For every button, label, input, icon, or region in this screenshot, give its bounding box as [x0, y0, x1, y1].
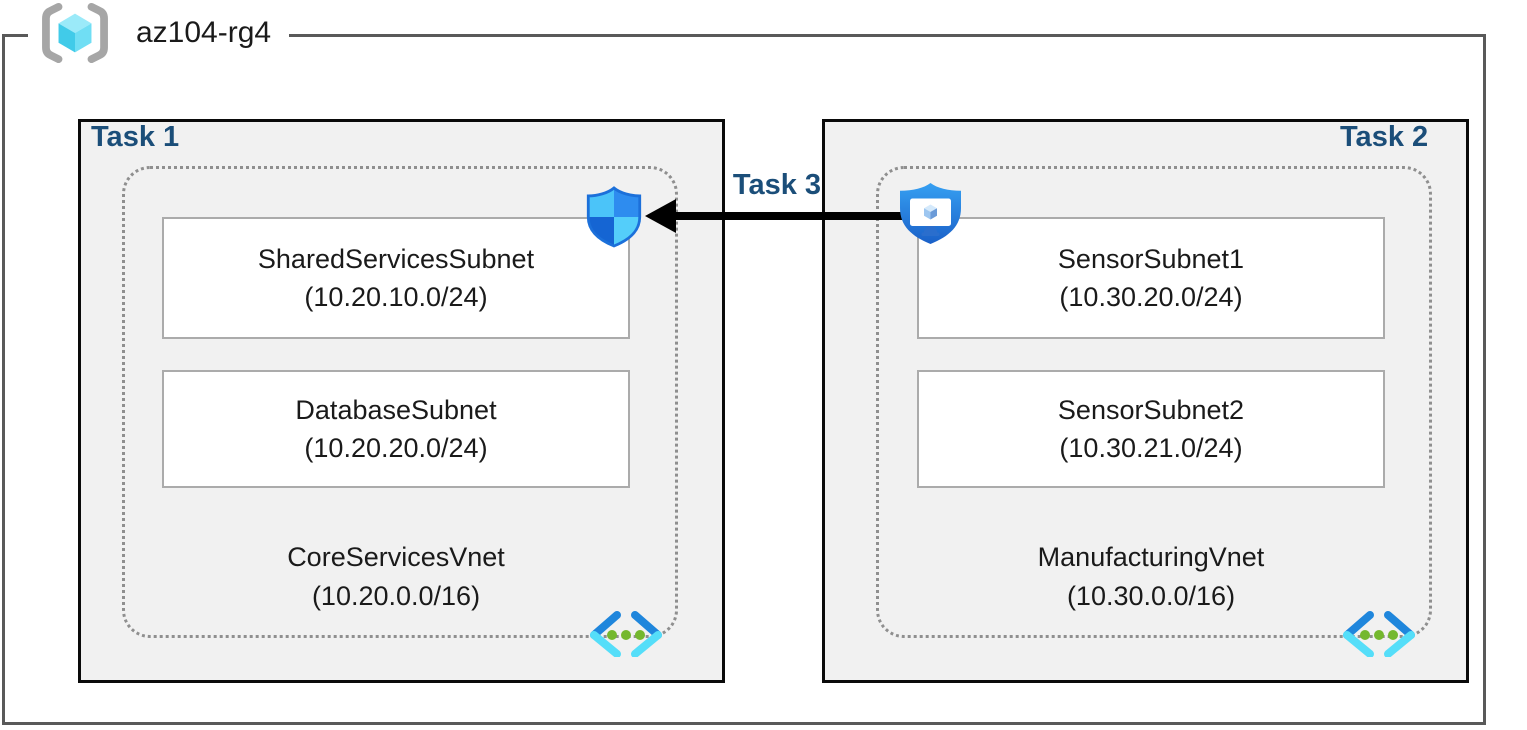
vnet-name: ManufacturingVnet: [1037, 542, 1265, 572]
subnet-name: DatabaseSubnet: [295, 395, 497, 425]
task2-label: Task 2: [1340, 121, 1429, 153]
subnet-name: SharedServicesSubnet: [257, 244, 535, 274]
vnet-icon: [590, 611, 662, 657]
task1-label: Task 1: [91, 121, 180, 153]
subnet-box-sensorsubnet1: SensorSubnet1 (10.30.20.0/24): [917, 217, 1385, 339]
resource-group-name: az104-rg4: [136, 16, 272, 49]
subnet-name: SensorSubnet2: [1057, 395, 1245, 425]
resource-group-icon: [42, 2, 108, 64]
vnet-boundary-coreservicesvnet: [122, 166, 678, 638]
bastion-icon: [900, 183, 961, 244]
subnet-cidr: (10.20.20.0/24): [304, 433, 488, 463]
subnet-box-databasesubnet: DatabaseSubnet (10.20.20.0/24): [162, 370, 630, 488]
vnet-icon: [1343, 611, 1415, 657]
subnet-name: SensorSubnet1: [1057, 244, 1245, 274]
vnet-boundary-manufacturingvnet: [876, 166, 1432, 638]
resource-group-label: az104-rg4: [28, 0, 290, 66]
vnet-label-coreservicesvnet: CoreServicesVnet (10.20.0.0/16): [162, 538, 630, 616]
subnet-cidr: (10.30.21.0/24): [1059, 433, 1243, 463]
subnet-box-sharedservicessubnet: SharedServicesSubnet (10.20.10.0/24): [162, 217, 630, 339]
vnet-cidr: (10.20.0.0/16): [311, 581, 481, 611]
vnet-name: CoreServicesVnet: [287, 542, 505, 572]
defender-shield-icon: [586, 186, 642, 248]
resource-group-frame: [2, 34, 1486, 725]
subnet-cidr: (10.30.20.0/24): [1059, 282, 1243, 312]
subnet-box-sensorsubnet2: SensorSubnet2 (10.30.21.0/24): [917, 370, 1385, 488]
vnet-label-manufacturingvnet: ManufacturingVnet (10.30.0.0/16): [917, 538, 1385, 616]
subnet-cidr: (10.20.10.0/24): [304, 282, 488, 312]
task3-label: Task 3: [732, 169, 822, 201]
vnet-cidr: (10.30.0.0/16): [1066, 581, 1236, 611]
